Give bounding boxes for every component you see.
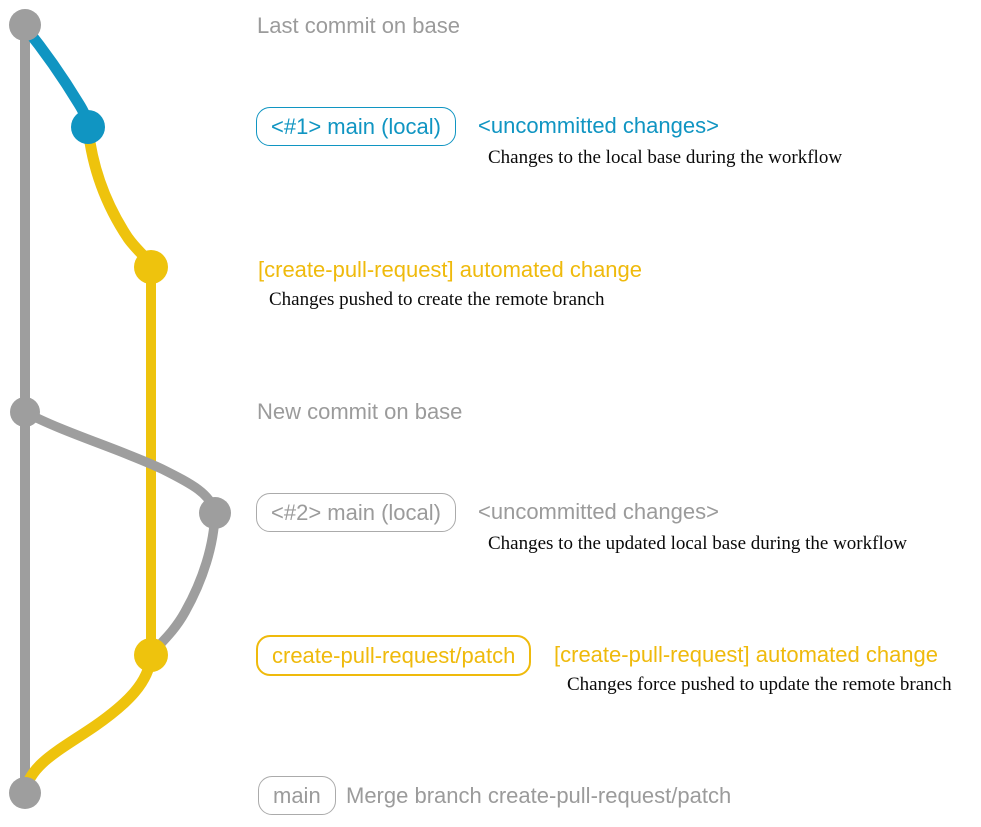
commit-node-last-base [9, 9, 41, 41]
commit-node-local-1 [71, 110, 105, 144]
desc-updated-local-base-changes: Changes to the updated local base during… [488, 533, 907, 554]
badge-main: main [258, 776, 336, 815]
label-last-commit: Last commit on base [257, 13, 460, 38]
label-new-commit: New commit on base [257, 399, 463, 424]
desc-force-pushed-update-branch: Changes force pushed to update the remot… [567, 674, 952, 695]
tag-uncommitted-changes-2: <uncommitted changes> [478, 499, 719, 524]
tag-uncommitted-changes-1: <uncommitted changes> [478, 113, 719, 138]
commit-node-patch-1 [134, 250, 168, 284]
commit-node-local-2 [199, 497, 231, 529]
edge-base-to-local-2 [20, 407, 220, 518]
commit-node-merge [9, 777, 41, 809]
label-automated-change-2: [create-pull-request] automated change [554, 642, 939, 667]
badge-main-local-1: <#1> main (local) [256, 107, 456, 146]
label-merge-branch: Merge branch create-pull-request/patch [346, 783, 732, 808]
commit-node-new-base [10, 397, 40, 427]
desc-pushed-create-branch: Changes pushed to create the remote bran… [269, 289, 605, 310]
badge-create-pull-request-patch: create-pull-request/patch [256, 635, 532, 676]
label-automated-change-1: [create-pull-request] automated change [258, 257, 643, 282]
edge-local-1-to-patch [82, 122, 157, 272]
edge-branch-to-local-1 [19, 21, 94, 132]
commit-node-patch-2 [134, 638, 168, 672]
edge-local-2-to-patch [147, 508, 220, 658]
branch-graph [9, 9, 231, 809]
edge-patch-merge-to-base [19, 650, 157, 798]
badge-main-local-2: <#2> main (local) [256, 493, 456, 532]
desc-local-base-changes: Changes to the local base during the wor… [488, 147, 843, 168]
